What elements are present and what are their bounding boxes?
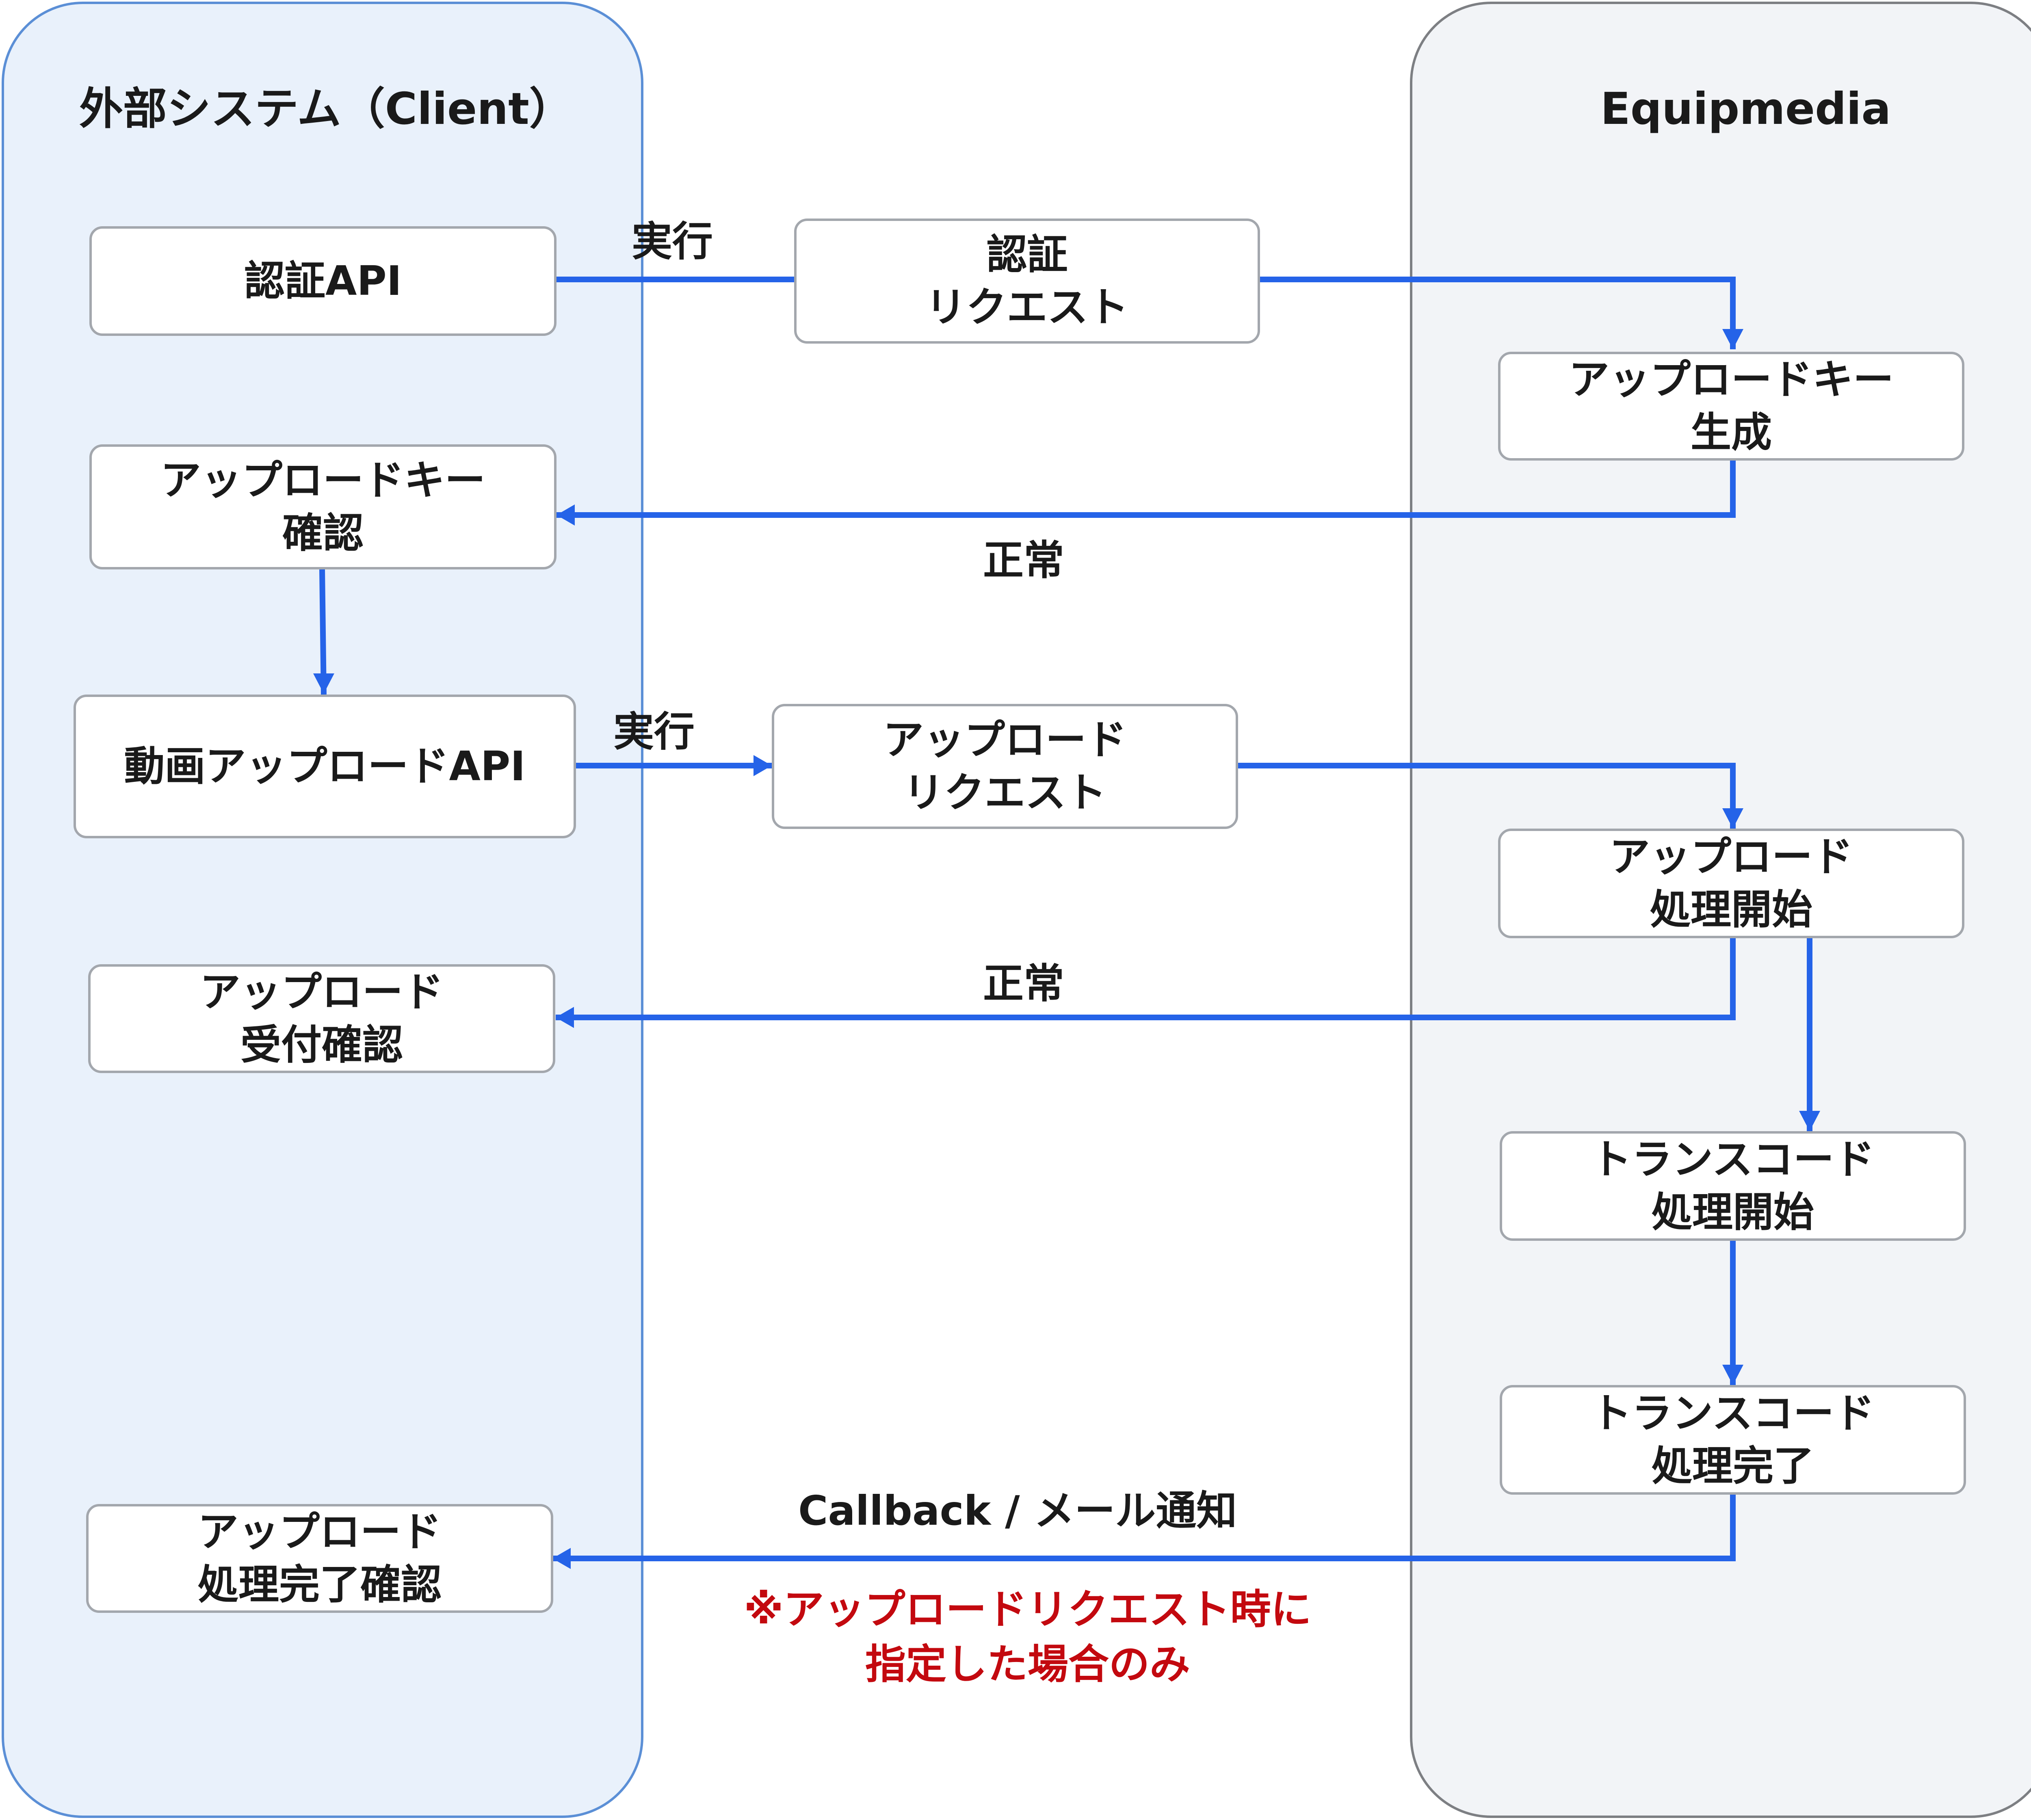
normal-label-1: 正常 — [983, 537, 1064, 584]
equipmedia-lane-title: Equipmedia — [1600, 84, 1891, 134]
arrowhead-process-start — [1722, 808, 1743, 829]
upload-complete-confirm-box: アップロード 処理完了確認 — [86, 1504, 553, 1613]
arrowhead-key-generate — [1722, 329, 1743, 349]
arrowhead-key-confirm — [556, 504, 575, 526]
upload-request-box: アップロード リクエスト — [772, 704, 1238, 829]
arrow-process-start-to-accept-confirm — [556, 938, 1736, 1020]
callback-condition-note: ※アップロードリクエスト時に 指定した場合のみ — [744, 1586, 1312, 1688]
arrowhead-transcode-start — [1799, 1111, 1820, 1131]
execute-label-1: 実行 — [632, 218, 713, 265]
arrowhead-upload-request — [754, 755, 772, 776]
arrow-transcode-complete-to-upload-confirm — [552, 1495, 1736, 1561]
video-upload-api-box: 動画アップロードAPI — [74, 695, 576, 838]
auth-request-box: 認証 リクエスト — [794, 219, 1260, 344]
callback-label: Callback / メール通知 — [798, 1487, 1237, 1534]
transcode-complete-box: トランスコード 処理完了 — [1500, 1385, 1966, 1495]
arrow-auth-request-to-key-generate — [1260, 277, 1736, 349]
execute-label-2: 実行 — [613, 708, 695, 755]
auth-api-box: 認証API — [89, 226, 556, 336]
upload-key-generate-box: アップロードキー 生成 — [1498, 352, 1964, 461]
arrow-upload-request-to-process-start — [1238, 763, 1736, 829]
upload-key-confirm-box: アップロードキー 確認 — [89, 444, 556, 569]
client-lane-title: 外部システム（Client） — [79, 84, 573, 134]
normal-label-2: 正常 — [983, 960, 1064, 1007]
arrowhead-accept-confirm — [556, 1007, 574, 1028]
arrowhead-video-api — [313, 673, 334, 694]
arrowhead-upload-confirm — [552, 1548, 571, 1569]
arrow-key-generate-to-key-confirm — [556, 461, 1736, 518]
upload-accept-confirm-box: アップロード 受付確認 — [88, 964, 555, 1073]
upload-process-start-box: アップロード 処理開始 — [1498, 829, 1964, 938]
transcode-start-box: トランスコード 処理開始 — [1500, 1131, 1966, 1241]
arrowhead-transcode-complete — [1722, 1365, 1743, 1385]
